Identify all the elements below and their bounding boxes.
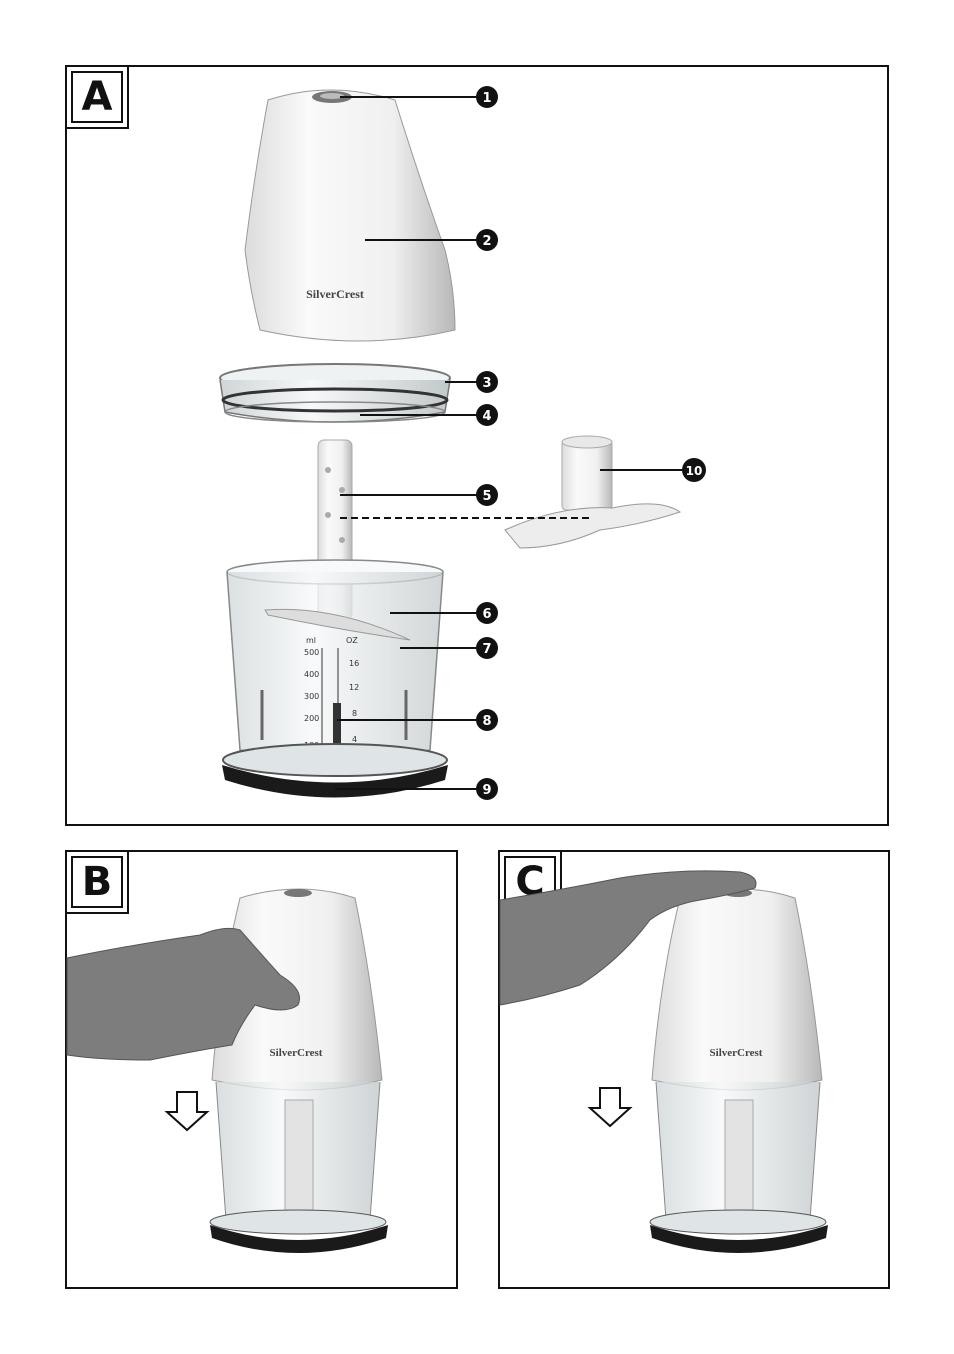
svg-text:4: 4	[482, 409, 491, 424]
scale-ml-400: 400	[304, 670, 319, 679]
callout-6: 6	[476, 602, 498, 624]
scale-ml-200: 200	[304, 714, 319, 723]
motor-cover: SilverCrest	[244, 89, 456, 342]
callout-5: 5	[476, 484, 498, 506]
panel-b	[65, 850, 458, 1289]
panel-a	[65, 65, 889, 826]
scale-oz-16: 16	[349, 659, 359, 668]
svg-text:6: 6	[482, 607, 491, 622]
scale-ml-500: 500	[304, 648, 319, 657]
callout-7: 7	[476, 637, 498, 659]
callout-4: 4	[476, 404, 498, 426]
bowl	[226, 559, 444, 760]
callout-2: 2	[476, 229, 498, 251]
leader-lines	[335, 96, 685, 790]
upper-blade	[264, 608, 411, 641]
lid	[219, 363, 451, 423]
svg-text:2: 2	[482, 234, 491, 249]
svg-text:10: 10	[686, 464, 703, 478]
brand-logo-a: SilverCrest	[306, 287, 364, 301]
callout-10: 10	[682, 458, 706, 482]
scale-oz-8: 8	[352, 709, 357, 718]
callout-1: 1	[476, 86, 498, 108]
alternative-blade	[504, 435, 682, 549]
scale-oz-12: 12	[349, 683, 359, 692]
scale-oz-unit: OZ	[346, 636, 358, 645]
scale-ml-unit: ml	[306, 636, 316, 645]
svg-text:1: 1	[482, 91, 491, 106]
panel-b-label: B	[65, 850, 129, 914]
svg-text:5: 5	[482, 489, 491, 504]
scale-oz-4: 4	[352, 735, 357, 744]
callout-3: 3	[476, 371, 498, 393]
panel-c	[498, 850, 890, 1289]
panel-a-label: A	[65, 65, 129, 129]
svg-text:3: 3	[482, 376, 491, 391]
svg-text:8: 8	[482, 714, 491, 729]
callout-8: 8	[476, 709, 498, 731]
scale-ml-300: 300	[304, 692, 319, 701]
svg-text:7: 7	[482, 642, 491, 657]
callout-9: 9	[476, 778, 498, 800]
svg-text:9: 9	[482, 783, 491, 798]
panel-c-label: C	[498, 850, 562, 914]
